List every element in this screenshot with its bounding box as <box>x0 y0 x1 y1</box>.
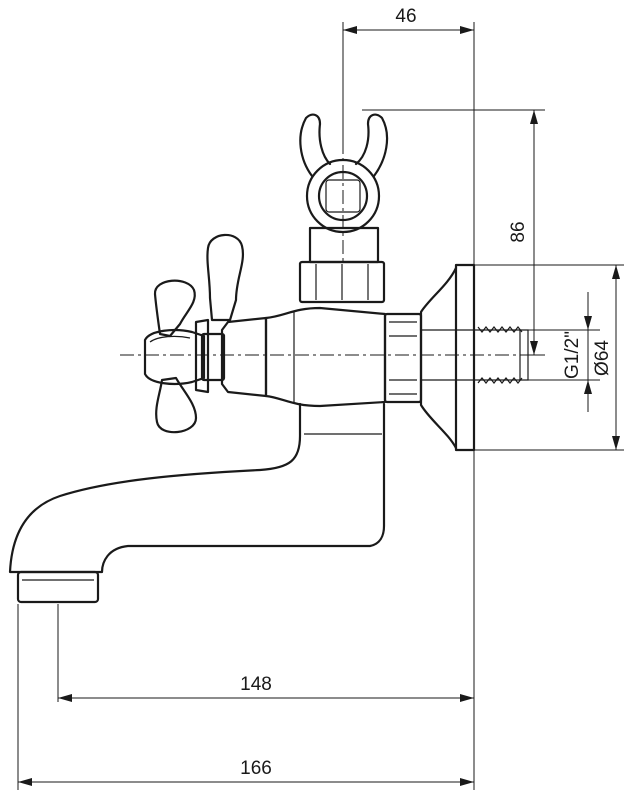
dimension-166: 166 <box>18 758 474 786</box>
dimension-46: 46 <box>343 6 474 34</box>
valve-stem <box>200 316 268 398</box>
dim-rosette-label: Ø64 <box>592 340 613 376</box>
wall-rosette <box>419 263 476 452</box>
extension-lines <box>17 22 624 790</box>
dimension-thread: G1/2" <box>562 292 592 412</box>
center-lines <box>120 140 540 356</box>
dim-spout-reach-label: 148 <box>240 674 272 695</box>
dimension-86: 86 <box>508 110 538 355</box>
dim-holder-height-label: 86 <box>508 221 529 242</box>
shower-holder <box>298 113 389 304</box>
spout <box>8 402 386 604</box>
dimension-rosette: Ø64 <box>592 265 620 450</box>
dim-overall-length-label: 166 <box>240 758 272 779</box>
dim-thread-label: G1/2" <box>562 331 583 379</box>
body-hex-nut <box>383 312 423 404</box>
dimension-148: 148 <box>58 674 474 702</box>
mixer-body <box>264 306 387 408</box>
cross-handle <box>143 233 244 434</box>
dim-holder-offset-label: 46 <box>395 6 416 27</box>
